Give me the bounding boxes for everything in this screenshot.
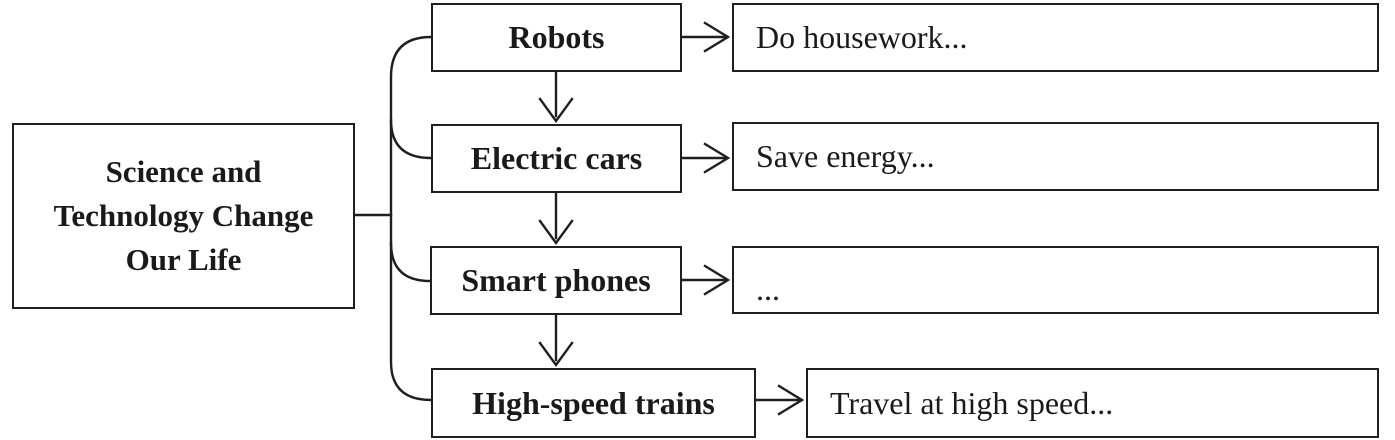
detail-text: Do housework... xyxy=(756,19,968,55)
branch-spine xyxy=(389,35,433,402)
branch-label: Smart phones xyxy=(461,262,651,298)
arrow-electric-cars-to-smart-phones-icon xyxy=(538,191,574,246)
arrow-robots-to-detail-icon xyxy=(680,21,731,53)
branch-label: Electric cars xyxy=(470,140,643,176)
branch-curve-smart-phones xyxy=(389,241,432,283)
branch-label: High-speed trains xyxy=(472,384,715,421)
branch-box-high-speed-trains: High-speed trains xyxy=(431,368,756,438)
arrow-smart-phones-to-detail-icon xyxy=(680,264,731,296)
branch-box-electric-cars: Electric cars xyxy=(431,124,682,193)
detail-box-electric-cars: Save energy... xyxy=(732,122,1379,191)
branch-box-smart-phones: Smart phones xyxy=(430,246,682,315)
branch-label: Robots xyxy=(508,19,605,55)
detail-text: Save energy... xyxy=(756,138,935,174)
root-box-line-1: Science and xyxy=(105,153,262,189)
detail-box-high-speed-trains: Travel at high speed... xyxy=(806,368,1379,438)
arrow-electric-cars-to-detail-icon xyxy=(680,142,731,174)
detail-text: Travel at high speed... xyxy=(830,384,1114,421)
arrow-high-speed-trains-to-detail-icon xyxy=(754,384,805,416)
branch-box-robots: Robots xyxy=(431,3,682,72)
root-box-line-2: Technology Change xyxy=(53,197,314,233)
arrow-robots-to-electric-cars-icon xyxy=(538,70,574,124)
branch-curve-electric-cars xyxy=(389,118,433,160)
detail-box-robots: Do housework... xyxy=(732,3,1379,72)
detail-box-smart-phones: ... xyxy=(732,246,1379,314)
root-box-line-3: Our Life xyxy=(125,242,242,277)
arrow-smart-phones-to-high-speed-trains-icon xyxy=(538,313,574,368)
root-box: Science and Technology Change Our Life xyxy=(12,123,355,309)
detail-text: ... xyxy=(756,271,780,307)
